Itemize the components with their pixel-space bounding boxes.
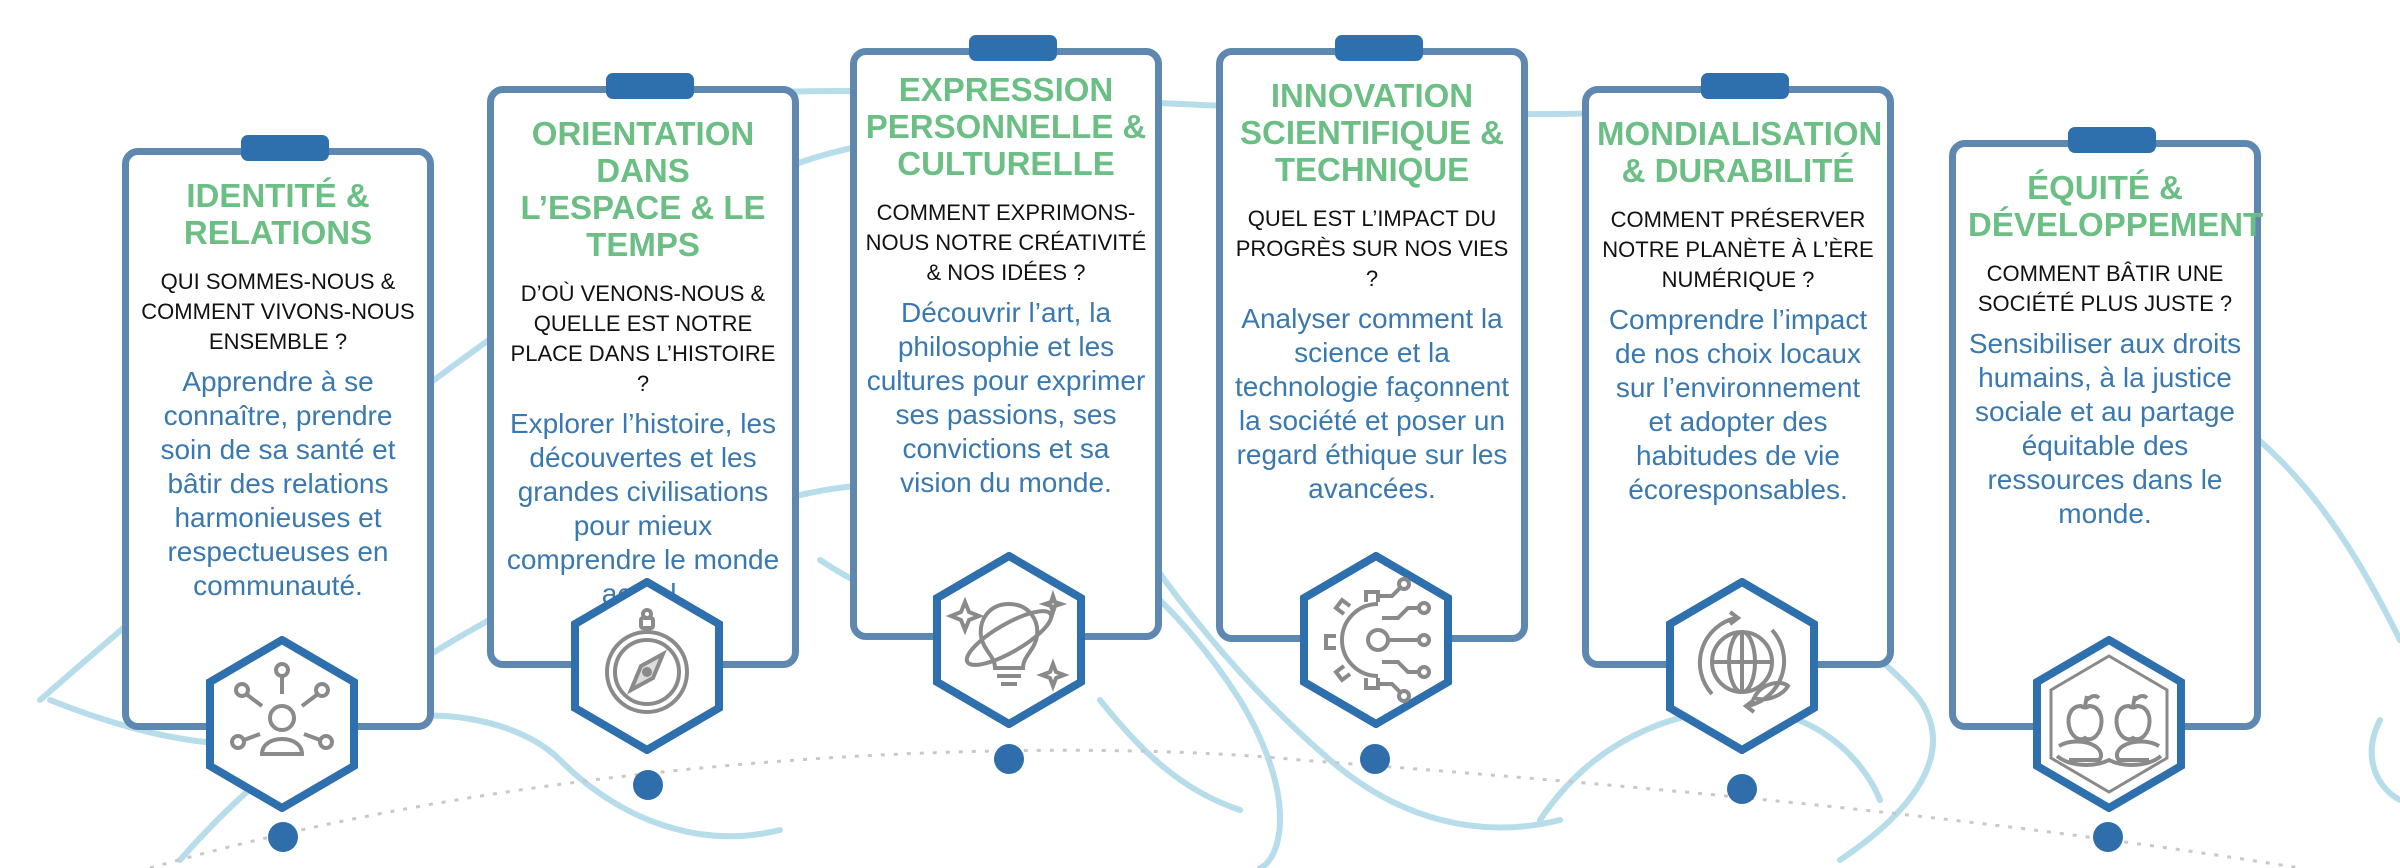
- timeline-dot: [2093, 822, 2123, 852]
- card-title: MONDIALISATION & DURABILITÉ: [1597, 115, 1883, 189]
- card-description: Analyser comment la science et la techno…: [1235, 303, 1509, 504]
- card-question: D’OÙ VENONS-NOUS & QUELLE EST NOTRE PLAC…: [510, 281, 776, 396]
- card-description: Découvrir l’art, la philosophie et les c…: [866, 297, 1146, 498]
- creative-lightbulb-icon: [933, 552, 1085, 728]
- card-tab: [241, 135, 329, 161]
- card-description: Sensibiliser aux droits humains, à la ju…: [1968, 328, 2242, 529]
- compass-icon: [571, 578, 723, 754]
- card-question: COMMENT EXPRIMONS-NOUS NOTRE CRÉATIVITÉ …: [865, 200, 1147, 285]
- card-tab: [1701, 73, 1789, 99]
- timeline-dot: [268, 822, 298, 852]
- card-title: INNOVATION SCIENTIFIQUE & TECHNIQUE: [1239, 77, 1505, 188]
- card-innovation-scientifique: INNOVATION SCIENTIFIQUE & TECHNIQUE QUEL…: [1216, 35, 1528, 642]
- card-description: Apprendre à se connaître, prendre soin d…: [160, 366, 396, 601]
- card-title: EXPRESSION PERSONNELLE & CULTURELLE: [865, 71, 1147, 182]
- card-description: Explorer l’histoire, les découvertes et …: [506, 408, 780, 609]
- timeline-dot: [1360, 744, 1390, 774]
- gear-circuit-icon: [1300, 552, 1452, 728]
- card-tab: [606, 73, 694, 99]
- timeline-dot: [633, 770, 663, 800]
- card-equite-developpement: ÉQUITÉ & DÉVELOPPEMENT COMMENT BÂTIR UNE…: [1949, 127, 2264, 730]
- card-question: COMMENT BÂTIR UNE SOCIÉTÉ PLUS JUSTE ?: [1977, 261, 2233, 316]
- hands-apples-icon: [2033, 636, 2185, 812]
- card-tab: [2068, 127, 2156, 153]
- card-question: COMMENT PRÉSERVER NOTRE PLANÈTE À L’ÈRE …: [1602, 207, 1874, 292]
- card-tab: [1335, 35, 1423, 61]
- card-title: ORIENTATION DANS L’ESPACE & LE TEMPS: [520, 115, 766, 263]
- card-title: IDENTITÉ & RELATIONS: [183, 177, 373, 251]
- card-description: Comprendre l’impact de nos choix locaux …: [1608, 304, 1868, 505]
- card-tab: [969, 35, 1057, 61]
- card-question: QUEL EST L’IMPACT DU PROGRÈS SUR NOS VIE…: [1235, 206, 1509, 291]
- card-title: ÉQUITÉ & DÉVELOPPEMENT: [1968, 169, 2264, 243]
- card-question: QUI SOMMES-NOUS & COMMENT VIVONS-NOUS EN…: [141, 269, 415, 354]
- card-expression-personnelle: EXPRESSION PERSONNELLE & CULTURELLE COMM…: [850, 35, 1162, 640]
- card-orientation-espace-temps: ORIENTATION DANS L’ESPACE & LE TEMPS D’O…: [487, 73, 799, 668]
- eco-globe-icon: [1666, 578, 1818, 754]
- community-network-icon: [206, 636, 358, 812]
- timeline-dot: [994, 744, 1024, 774]
- timeline-dot: [1727, 774, 1757, 804]
- card-identite-relations: IDENTITÉ & RELATIONS QUI SOMMES-NOUS & C…: [122, 135, 434, 730]
